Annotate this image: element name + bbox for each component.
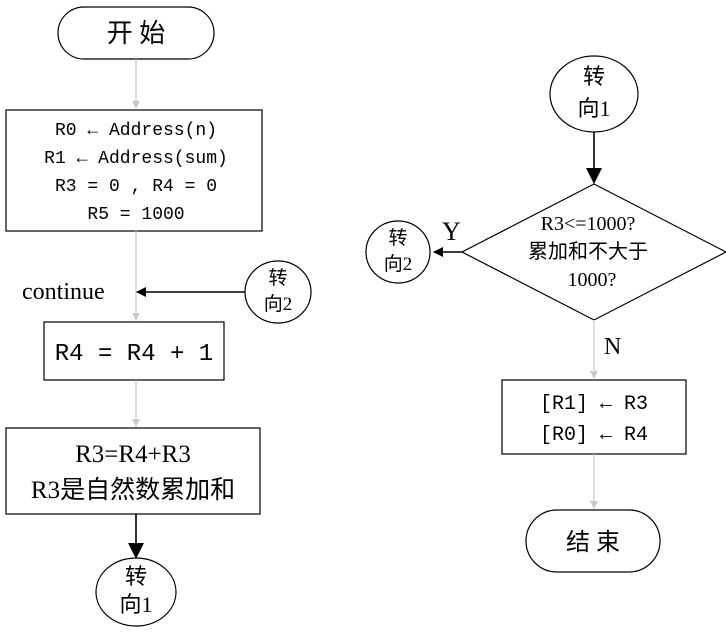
start-label: 开 始 (107, 19, 166, 48)
decision-line-1: R3<=1000? (541, 213, 636, 235)
increment-process-box: R4 = R4 + 1 (43, 321, 225, 381)
store-line-2: [R0] ← R4 (540, 424, 648, 447)
init-process-box: R0 ← Address(n) R1 ← Address(sum) R3 = 0… (5, 109, 263, 232)
connector-goto1-left-line2: 向1 (119, 592, 152, 617)
decision-diamond: R3<=1000? 累加和不大于 1000? (460, 183, 726, 321)
continue-label: continue (22, 279, 105, 305)
init-line-1: R0 ← Address(n) (55, 121, 217, 141)
connector-goto2-left-line1: 转 (268, 267, 287, 289)
end-terminal: 结 束 (525, 509, 661, 573)
connector-goto1-left: 转 向1 (95, 557, 177, 627)
connector-goto1-right-line2: 向1 (577, 96, 610, 121)
connector-goto2-right-line1: 转 (388, 227, 407, 249)
decision-line-3: 1000? (568, 269, 617, 291)
connector-goto2-left-line2: 向2 (264, 293, 293, 315)
connector-goto2-right-line2: 向2 (384, 253, 413, 275)
sum-process-box: R3=R4+R3 R3是自然数累加和 (5, 427, 261, 515)
sum-line-2: R3是自然数累加和 (31, 476, 235, 504)
connector-goto1-right: 转 向1 (549, 55, 639, 133)
init-line-3: R3 = 0 , R4 = 0 (55, 177, 217, 197)
sum-line-1: R3=R4+R3 (75, 441, 191, 468)
connector-goto2-right: 转 向2 (365, 220, 431, 284)
yes-label: Y (442, 217, 461, 246)
increment-label: R4 = R4 + 1 (55, 341, 213, 368)
end-label: 结 束 (566, 529, 620, 556)
connector-goto1-right-line1: 转 (583, 64, 605, 89)
connector-goto2-left: 转 向2 (244, 260, 312, 324)
start-terminal: 开 始 (57, 6, 215, 60)
init-line-4: R5 = 1000 (87, 205, 184, 225)
init-line-2: R1 ← Address(sum) (44, 149, 228, 169)
store-process-box: [R1] ← R3 [R0] ← R4 (501, 379, 687, 455)
decision-line-2: 累加和不大于 (528, 240, 648, 263)
store-line-1: [R1] ← R3 (540, 393, 648, 416)
connector-goto1-left-line1: 转 (125, 564, 147, 589)
no-label: N (604, 334, 621, 360)
